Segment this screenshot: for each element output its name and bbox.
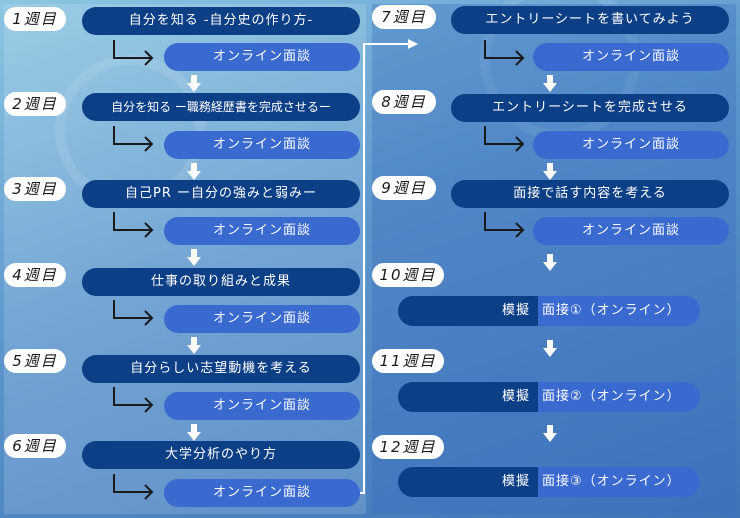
- step-title: 自分を知る ー職務経歴書を完成させるー: [82, 93, 360, 121]
- step-title: 仕事の取り組みと成果: [82, 268, 360, 296]
- online-interview-pill: オンライン面談: [533, 43, 729, 71]
- online-interview-pill: オンライン面談: [164, 305, 360, 333]
- week-badge: 5週目: [4, 349, 66, 373]
- down-arrow-icon: [187, 249, 201, 266]
- step-title: 面接で話す内容を考える: [451, 180, 729, 208]
- step-title: 自分らしい志望動機を考える: [82, 355, 360, 383]
- mock-interview-pill: 模擬 面接②（オンライン）: [398, 382, 700, 412]
- mock-label: 模擬: [398, 296, 538, 326]
- elbow-arrow-icon: [484, 212, 525, 238]
- step-title: 大学分析のやり方: [82, 441, 360, 469]
- down-arrow-icon: [543, 340, 557, 357]
- week-badge: 3週目: [4, 177, 66, 201]
- online-interview-pill: オンライン面談: [533, 217, 729, 245]
- right-panel: [372, 4, 736, 514]
- week-badge: 7週目: [372, 5, 436, 29]
- left-panel: [4, 4, 366, 514]
- step-title: エントリーシートを完成させる: [451, 94, 729, 122]
- step-title: 自己PR ー自分の強みと弱みー: [82, 180, 360, 208]
- week-badge: 10週目: [372, 263, 444, 287]
- mock-session-label: 面接③（オンライン）: [538, 467, 700, 497]
- step-title: 自分を知る -自分史の作り方-: [82, 7, 360, 35]
- elbow-arrow-icon: [113, 300, 154, 326]
- elbow-arrow-icon: [113, 126, 154, 152]
- down-arrow-icon: [543, 163, 557, 180]
- online-interview-pill: オンライン面談: [533, 131, 729, 159]
- week-badge: 2週目: [4, 92, 66, 116]
- mock-label: 模擬: [398, 382, 538, 412]
- week-badge: 8週目: [372, 90, 436, 114]
- online-interview-pill: オンライン面談: [164, 131, 360, 159]
- week-badge: 11週目: [372, 349, 444, 373]
- week-badge: 9週目: [372, 176, 436, 200]
- online-interview-pill: オンライン面談: [164, 43, 360, 71]
- down-arrow-icon: [543, 425, 557, 442]
- down-arrow-icon: [187, 75, 201, 92]
- online-interview-pill: オンライン面談: [164, 217, 360, 245]
- mock-session-label: 面接②（オンライン）: [538, 382, 700, 412]
- week-badge: 1週目: [4, 7, 66, 31]
- down-arrow-icon: [187, 424, 201, 441]
- down-arrow-icon: [543, 254, 557, 271]
- mock-session-label: 面接①（オンライン）: [538, 296, 700, 326]
- week-badge: 6週目: [4, 434, 66, 458]
- elbow-arrow-icon: [113, 40, 154, 66]
- elbow-arrow-icon: [484, 126, 525, 152]
- online-interview-pill: オンライン面談: [164, 392, 360, 420]
- elbow-arrow-icon: [113, 474, 154, 500]
- week-badge: 12週目: [372, 435, 444, 459]
- elbow-arrow-icon: [484, 40, 525, 66]
- elbow-arrow-icon: [113, 387, 154, 413]
- down-arrow-icon: [187, 163, 201, 180]
- down-arrow-icon: [187, 337, 201, 354]
- mock-interview-pill: 模擬 面接③（オンライン）: [398, 467, 700, 497]
- online-interview-pill: オンライン面談: [164, 479, 360, 507]
- down-arrow-icon: [543, 75, 557, 92]
- mock-label: 模擬: [398, 467, 538, 497]
- week-badge: 4週目: [4, 263, 66, 287]
- mock-interview-pill: 模擬 面接①（オンライン）: [398, 296, 700, 326]
- elbow-arrow-icon: [113, 212, 154, 238]
- step-title: エントリーシートを書いてみよう: [451, 6, 729, 34]
